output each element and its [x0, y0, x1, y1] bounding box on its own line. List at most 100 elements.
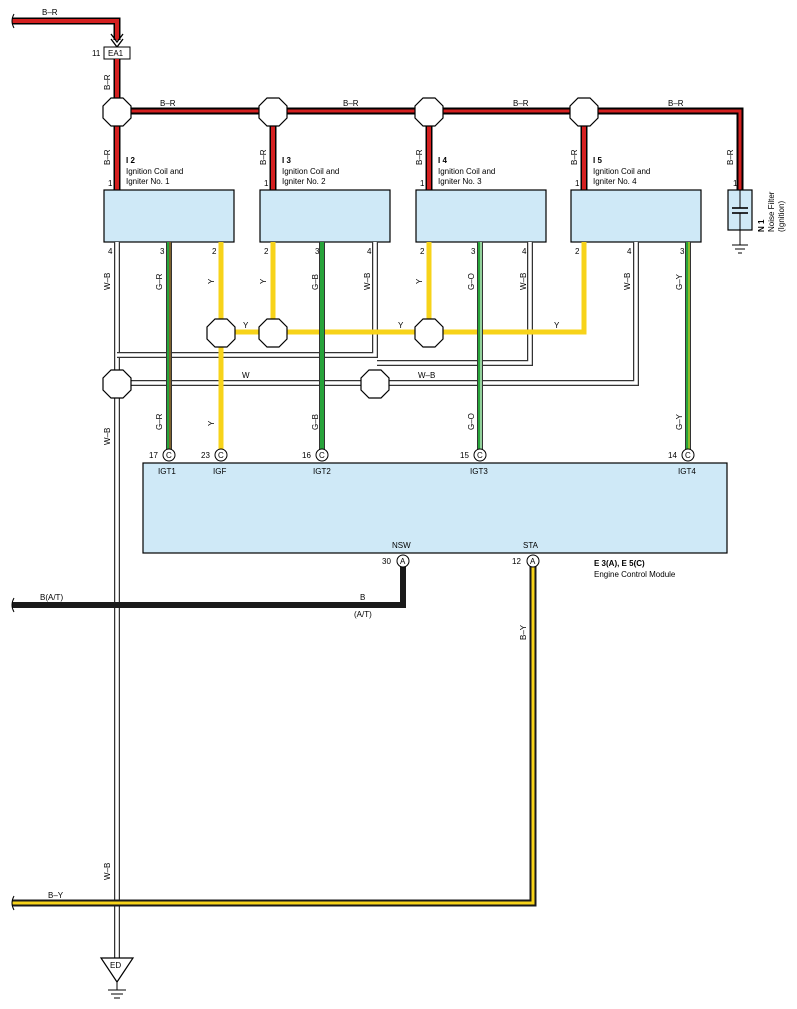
ecm-conn-c1: C [166, 451, 172, 460]
bus-label-2: B–R [343, 99, 359, 108]
ecm-w-igf: Y [207, 420, 216, 426]
ecm-conn-a2: A [530, 557, 536, 566]
coil1-w2: Y [207, 278, 216, 284]
filter-sub: (Ignition) [777, 201, 786, 232]
filter-id: N 1 [757, 219, 766, 232]
coil3-w4: W–B [519, 273, 528, 290]
w-label: W [242, 371, 250, 380]
coil4-w3: G–Y [675, 273, 684, 290]
bus-label-1: B–R [160, 99, 176, 108]
ground-label: ED [110, 961, 121, 970]
wb-label-mid: W–B [418, 371, 435, 380]
ecm-name-igf: IGF [213, 467, 226, 476]
br-label-coil3: B–R [415, 149, 424, 165]
filter-pin: 1 [733, 179, 738, 188]
ecm-top-pin-circles [162, 448, 695, 462]
y-label-3: Y [554, 321, 560, 330]
coil2-p4: 4 [367, 247, 372, 256]
coil3-p2: 2 [420, 247, 425, 256]
br-label-filter: B–R [726, 149, 735, 165]
br-label-coil4: B–R [570, 149, 579, 165]
coil3-p4: 4 [522, 247, 527, 256]
nsw-label-right: B [360, 593, 365, 602]
ecm-pin-15: 15 [460, 451, 469, 460]
ecm-pin-17: 17 [149, 451, 158, 460]
coil2-p2: 2 [264, 247, 269, 256]
coil4-pin-top: 1 [575, 179, 580, 188]
coil2-name2: Igniter No. 2 [282, 177, 326, 186]
wb-wires [114, 242, 639, 958]
coil1-w3: G–R [155, 273, 164, 290]
coil3-name: Ignition Coil and [438, 167, 495, 176]
y-label-1: Y [243, 321, 249, 330]
ecm-w-igt1: G–R [155, 413, 164, 430]
coil1-pin-top: 1 [108, 179, 113, 188]
nsw-label-left: B(A/T) [40, 593, 63, 602]
coil3-p3: 3 [471, 247, 476, 256]
ecm-name-igt1: IGT1 [158, 467, 176, 476]
coil1-p4: 4 [108, 247, 113, 256]
bus-junctions [102, 97, 599, 127]
power-input-wire [11, 13, 124, 49]
ecm-name: Engine Control Module [594, 570, 676, 579]
nsw-wire [11, 566, 406, 613]
coil3-name2: Igniter No. 3 [438, 177, 482, 186]
ecm-conn-c4: C [477, 451, 483, 460]
ecm-title: E 3(A), E 5(C) [594, 559, 645, 568]
ecm-pin-23: 23 [201, 451, 210, 460]
ecm-box [142, 462, 728, 554]
svg-text:EA1: EA1 [108, 49, 124, 58]
coil3-pin-top: 1 [420, 179, 425, 188]
coil4-name2: Igniter No. 4 [593, 177, 637, 186]
br-label-coil2: B–R [259, 149, 268, 165]
coil1-p3: 3 [160, 247, 165, 256]
ecm-w-igt4: G–Y [675, 413, 684, 430]
sta-label-h: B–Y [48, 891, 64, 900]
ground-ed [99, 957, 135, 999]
coil1-name: Ignition Coil and [126, 167, 183, 176]
coil1-w4: W–B [103, 273, 112, 290]
coil-box-2 [259, 189, 391, 243]
coil2-w4: W–B [363, 273, 372, 290]
wb-label-lower: W–B [103, 863, 112, 880]
filter-name: Noise Filter [767, 191, 776, 232]
ecm-conn-a1: A [400, 557, 406, 566]
coil4-w4: W–B [623, 273, 632, 290]
coil3-w2: Y [415, 278, 424, 284]
green-igt-wires [166, 242, 691, 450]
coil4-p2: 2 [575, 247, 580, 256]
coil4-id: I 5 [593, 156, 602, 165]
ecm-pin-12: 12 [512, 557, 521, 566]
ecm-w-igt3: G–O [467, 413, 476, 430]
ecm-pin-16: 16 [302, 451, 311, 460]
bus-label-4: B–R [668, 99, 684, 108]
ea1-connector: EA1 [103, 46, 131, 60]
ecm-w-igt2: G–B [311, 414, 320, 430]
power-wire-label: B–R [42, 8, 58, 17]
coil2-name: Ignition Coil and [282, 167, 339, 176]
nsw-label-note: (A/T) [354, 610, 372, 619]
coil2-pin-top: 1 [264, 179, 269, 188]
ecm-bottom-pin-circles [396, 554, 540, 568]
ecm-name-igt2: IGT2 [313, 467, 331, 476]
sta-wire [11, 566, 537, 911]
coil2-w3: G–B [311, 274, 320, 290]
ecm-conn-c3: C [319, 451, 325, 460]
coil1-p2: 2 [212, 247, 217, 256]
ecm-name-igt4: IGT4 [678, 467, 696, 476]
ecm-name-nsw: NSW [392, 541, 411, 550]
coil4-p4: 4 [627, 247, 632, 256]
ecm-pin-30: 30 [382, 557, 391, 566]
ecm-name-sta: STA [523, 541, 539, 550]
coil3-w3: G–O [467, 273, 476, 290]
mid-junctions [102, 318, 444, 399]
ecm-conn-c2: C [218, 451, 224, 460]
coil-box-3 [415, 189, 547, 243]
coil3-id: I 4 [438, 156, 447, 165]
coil4-p3: 3 [680, 247, 685, 256]
coil-box-4 [570, 189, 702, 243]
coil1-name2: Igniter No. 1 [126, 177, 170, 186]
br-label-v1: B–R [103, 74, 112, 90]
coil-box-1 [103, 189, 235, 243]
